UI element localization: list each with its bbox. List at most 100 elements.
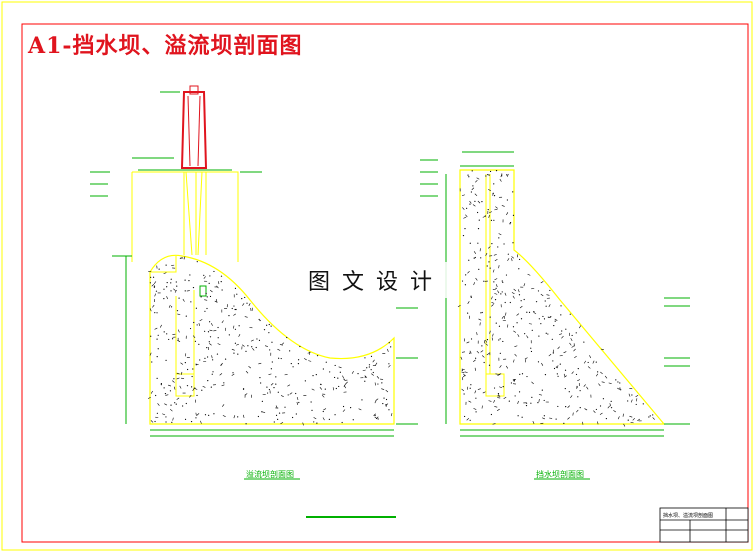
- hatch-mark: [461, 280, 464, 282]
- hatch-mark: [176, 377, 180, 380]
- hatch-mark: [268, 323, 270, 326]
- hatch-mark: [196, 324, 198, 326]
- hatch-mark: [571, 371, 574, 375]
- hatch-mark: [573, 348, 576, 352]
- hatch-mark: [540, 323, 542, 325]
- hatch-mark: [593, 410, 596, 414]
- hatch-mark: [174, 402, 176, 404]
- hatch-mark: [489, 316, 491, 318]
- hatch-mark: [374, 416, 378, 420]
- hatch-mark: [473, 257, 475, 259]
- hatch-mark: [173, 386, 176, 390]
- hatch-mark: [155, 290, 158, 292]
- hatch-mark: [224, 358, 227, 360]
- hatch-mark: [470, 296, 472, 298]
- hatch-mark: [182, 405, 184, 407]
- hatch-mark: [579, 325, 582, 329]
- hatch-mark: [169, 390, 172, 392]
- hatch-mark: [533, 311, 537, 315]
- hatch-mark: [637, 418, 641, 421]
- hatch-mark: [175, 281, 177, 283]
- concrete-hatch: [147, 170, 655, 427]
- hatch-mark: [325, 361, 327, 363]
- hatch-mark: [203, 276, 206, 279]
- hatch-mark: [511, 256, 515, 259]
- hatch-mark: [232, 372, 234, 374]
- hatch-mark: [324, 388, 326, 390]
- hatch-mark: [290, 362, 292, 365]
- hatch-mark: [480, 257, 482, 259]
- hatch-mark: [257, 415, 259, 418]
- hatch-mark: [273, 387, 275, 389]
- hatch-mark: [221, 384, 225, 387]
- hatch-mark: [222, 404, 225, 407]
- hatch-mark: [262, 411, 266, 413]
- hatch-mark: [524, 359, 527, 363]
- hatch-mark: [561, 330, 563, 332]
- hatch-mark: [150, 390, 153, 394]
- hatch-mark: [342, 375, 345, 379]
- hatch-mark: [176, 397, 180, 400]
- hatch-mark: [511, 292, 515, 295]
- hatch-mark: [381, 382, 383, 384]
- hatch-mark: [592, 360, 595, 364]
- hatch-mark: [297, 359, 300, 361]
- hatch-mark: [153, 286, 155, 288]
- hatch-mark: [574, 355, 577, 359]
- hatch-mark: [513, 288, 517, 292]
- hatch-mark: [371, 373, 374, 376]
- hatch-mark: [541, 362, 544, 366]
- hatch-mark: [154, 312, 156, 314]
- hatch-mark: [544, 300, 546, 302]
- hatch-mark: [487, 173, 489, 176]
- hatch-mark: [170, 404, 172, 406]
- hatch-mark: [166, 296, 168, 300]
- hatch-mark: [495, 373, 499, 375]
- hatch-mark: [233, 415, 236, 419]
- hatch-mark: [147, 397, 151, 399]
- hatch-mark: [200, 296, 202, 298]
- hatch-mark: [244, 296, 246, 299]
- hatch-mark: [163, 331, 165, 333]
- hatch-mark: [481, 311, 483, 314]
- hatch-mark: [204, 310, 206, 312]
- hatch-mark: [518, 258, 521, 261]
- hatch-mark: [157, 403, 160, 406]
- hatch-mark: [619, 382, 621, 384]
- hatch-mark: [567, 417, 570, 420]
- hatch-mark: [176, 310, 179, 312]
- hatch-mark: [559, 363, 561, 365]
- hatch-mark: [464, 371, 468, 373]
- hatch-mark: [503, 396, 507, 400]
- hatch-mark: [171, 338, 174, 340]
- hatch-mark: [517, 400, 519, 404]
- hatch-mark: [372, 359, 375, 363]
- hatch-mark: [557, 375, 559, 377]
- hatch-mark: [278, 412, 281, 414]
- hatch-mark: [321, 394, 325, 398]
- hatch-mark: [565, 406, 567, 408]
- hatch-mark: [173, 378, 175, 380]
- hatch-mark: [583, 384, 586, 387]
- hatch-mark: [388, 363, 390, 365]
- hatch-mark: [206, 356, 209, 358]
- hatch-mark: [560, 314, 562, 316]
- hatch-mark: [191, 375, 193, 378]
- retaining-caption: 挡水坝剖面图: [536, 470, 584, 479]
- hatch-mark: [196, 413, 200, 416]
- hatch-mark: [518, 294, 521, 296]
- hatch-mark: [245, 350, 247, 352]
- hatch-mark: [268, 388, 270, 391]
- hatch-mark: [165, 421, 167, 423]
- hatch-mark: [467, 270, 470, 274]
- hatch-mark: [152, 304, 155, 308]
- hatch-mark: [499, 365, 502, 368]
- hatch-mark: [209, 295, 212, 298]
- hatch-mark: [502, 340, 504, 343]
- hatch-mark: [636, 398, 638, 402]
- hatch-mark: [600, 348, 604, 351]
- hatch-mark: [322, 368, 324, 370]
- hatch-mark: [242, 414, 245, 418]
- hatch-mark: [473, 408, 477, 410]
